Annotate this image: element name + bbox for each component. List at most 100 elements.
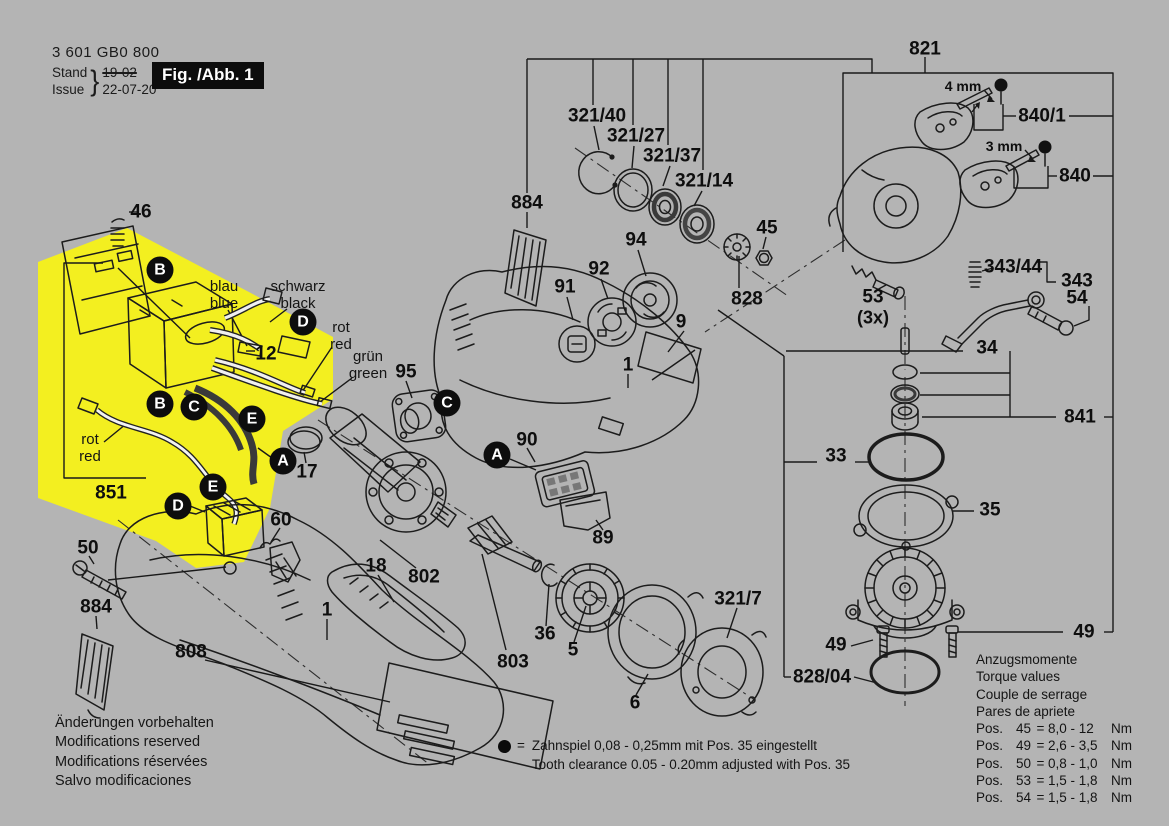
part-6-cover-ring <box>607 584 704 685</box>
dimension-label-4mm: 4 mm <box>944 78 982 94</box>
part-50-screw <box>72 560 127 600</box>
dimension-label-3mm: 3 mm <box>985 138 1023 154</box>
torque-equals: = <box>1036 721 1045 737</box>
modification-notice-line: Änderungen vorbehalten <box>55 715 214 731</box>
wire-color-de: rot <box>332 319 350 337</box>
wire-color-en: red <box>330 336 352 353</box>
part-60-actuator <box>259 538 301 583</box>
assembly-letter-b: B <box>146 390 174 418</box>
part-90-electronics-pad <box>534 460 596 508</box>
torque-pos-label: Pos. <box>976 721 1004 737</box>
part-92-cam-disc <box>587 297 637 347</box>
part-53-screw-spring <box>851 265 905 300</box>
assembly-letter-c: C <box>433 389 461 417</box>
part-callout-1: 1 <box>622 354 634 376</box>
part-callout-840: 840 <box>1059 165 1091 187</box>
torque-value: 8,0 - 12 <box>1048 721 1094 737</box>
modification-notice-line: Modifications reserved <box>55 734 201 751</box>
tooth-clearance-note: = Zahnspiel 0,08 - 0,25mm mit Pos. 35 ei… <box>498 737 850 775</box>
assembly-letter-a: A <box>269 447 297 475</box>
part-callout-828-04: 828/04 <box>792 666 852 688</box>
part-ring-stack <box>578 150 715 244</box>
part-884-insert-top <box>504 229 547 307</box>
part-45-nut <box>755 250 773 266</box>
torque-pos-label: Pos. <box>976 790 1004 806</box>
part-switch-block <box>205 497 265 557</box>
part-callout-851: 851 <box>95 482 127 504</box>
part-callout-884: 884 <box>80 596 112 618</box>
wire-color-de: blau <box>209 278 239 296</box>
wire-color-en: green <box>348 365 388 382</box>
part-callout-12: 12 <box>255 343 277 365</box>
part-callout-49: 49 <box>825 634 847 656</box>
assembly-letter-c: C <box>180 393 208 421</box>
torque-unit: Nm <box>1111 755 1132 771</box>
part-91-brake-pad <box>558 325 596 363</box>
part-callout-92: 92 <box>588 258 610 280</box>
part-343-44-spring <box>968 261 982 288</box>
torque-pos-number: 53 <box>1015 772 1031 788</box>
torque-pos-label: Pos. <box>976 772 1004 788</box>
torque-unit: Nm <box>1111 790 1132 806</box>
assembly-letter-d: D <box>164 492 192 520</box>
part-bevel-gear <box>723 233 751 261</box>
modification-notice-line: Salvo modificaciones <box>55 772 192 789</box>
wire-color-de: schwarz <box>270 278 326 296</box>
issue-date: 22-07-20 <box>102 81 157 97</box>
torque-value: 2,6 - 3,5 <box>1048 738 1098 754</box>
part-callout-54: 54 <box>1066 287 1088 309</box>
torque-heading-line: Torque values <box>976 669 1061 685</box>
assembly-letter-d: D <box>289 308 317 336</box>
part-callout-89: 89 <box>592 527 614 549</box>
issue-label: Issue <box>52 81 85 97</box>
part-884-insert-bottom <box>75 633 114 719</box>
torque-pos-number: 49 <box>1015 738 1031 754</box>
assembly-letter-b: B <box>146 256 174 284</box>
part-callout-49: 49 <box>1073 621 1095 643</box>
part-callout-884: 884 <box>511 192 543 214</box>
torque-unit: Nm <box>1111 738 1132 754</box>
torque-pos-label: Pos. <box>976 738 1004 754</box>
part-callout-53: 53(3x) <box>856 286 890 328</box>
leader-lines <box>63 57 1114 703</box>
part-49-screws <box>876 625 959 658</box>
part-callout-343: 343 <box>1061 270 1093 292</box>
part-callout-94: 94 <box>625 229 647 251</box>
wire-color-en: red <box>79 448 101 465</box>
wire-color-en: black <box>280 295 316 312</box>
tooth-clearance-line-en: Tooth clearance 0.05 - 0.20mm adjusted w… <box>531 756 851 772</box>
part-callout-321-40: 321/40 <box>567 105 627 127</box>
revision-block: Stand Issue } 19-02 22-07-20 <box>52 65 159 99</box>
part-36-snap-ring <box>540 563 558 587</box>
part-callout-sub: (3x) <box>856 307 890 328</box>
part-callout-33: 33 <box>825 445 847 467</box>
part-callout-840-1: 840/1 <box>1018 105 1066 127</box>
wire-color-de: grün <box>352 348 384 366</box>
part-callout-821: 821 <box>909 38 941 60</box>
part-callout-6: 6 <box>629 692 641 714</box>
part-callout-808: 808 <box>175 641 207 663</box>
torque-pos-number: 45 <box>1015 721 1031 737</box>
part-spindle-column <box>853 327 959 551</box>
tooth-clearance-line-de: Zahnspiel 0,08 - 0,25mm mit Pos. 35 eing… <box>531 738 818 753</box>
part-803-spindle-shaft <box>467 515 543 573</box>
wire-color-en: blue <box>209 295 239 312</box>
part-callout-828: 828 <box>731 288 763 310</box>
part-5-gear <box>555 563 625 633</box>
part-9-label-plate <box>637 331 702 384</box>
torque-value: 0,8 - 1,0 <box>1048 755 1098 771</box>
torque-pos-number: 54 <box>1015 790 1031 806</box>
bullet-dot-icon <box>498 740 511 753</box>
modification-notice-line: Modifications réservées <box>55 753 208 770</box>
part-clamp-pins <box>956 78 1052 172</box>
